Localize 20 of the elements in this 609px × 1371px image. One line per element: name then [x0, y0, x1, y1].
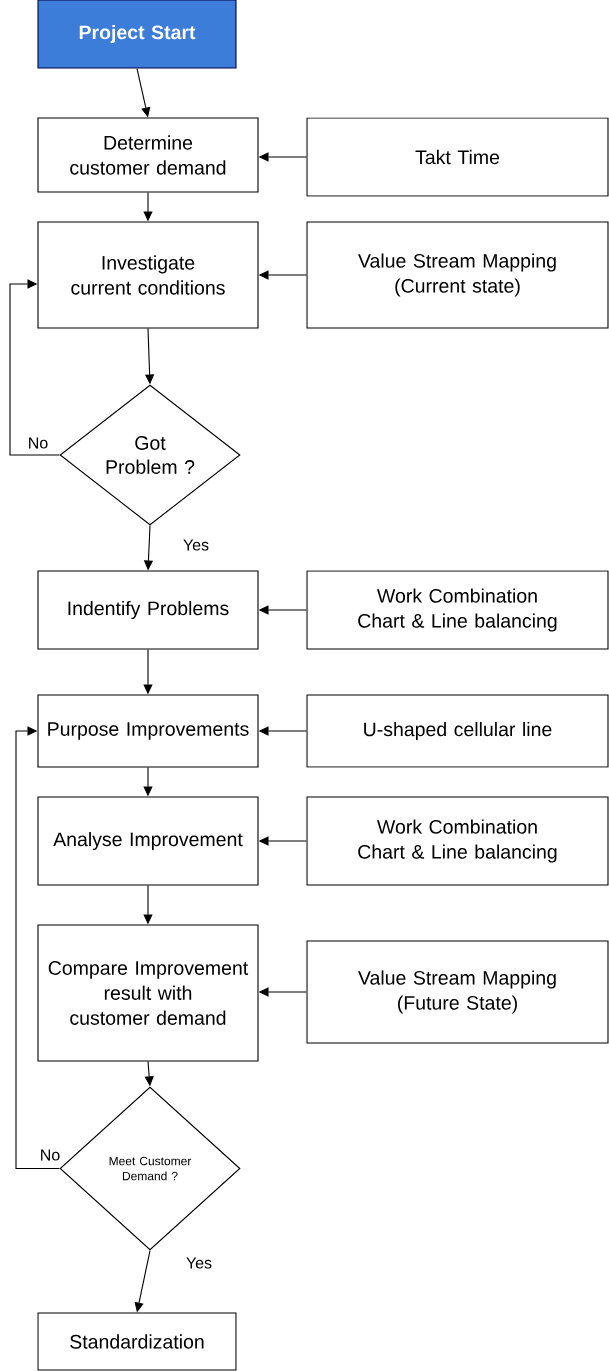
- tool-box: Work Combination Chart & Line balancing: [306, 570, 609, 650]
- edge-label: Yes: [181, 538, 211, 552]
- process-box: Compare Improvement result with customer demand: [37, 924, 259, 1062]
- tool-box: Work Combination Chart & Line balancing: [306, 796, 609, 886]
- process-box: Indentify Problems: [37, 570, 259, 650]
- tool-box: U-shaped cellular line: [306, 694, 609, 768]
- edge-label: No: [26, 436, 50, 450]
- start-box: Project Start: [37, 0, 237, 69]
- edge-label: No: [38, 1148, 62, 1162]
- arrow: [9, 279, 60, 456]
- tool-box: Value Stream Mapping (Future State): [306, 940, 609, 1044]
- process-box: Determine customer demand: [37, 117, 259, 193]
- arrow: [15, 726, 60, 1170]
- edge-label: Yes: [184, 1256, 214, 1270]
- process-box: Analyse Improvement: [37, 796, 259, 886]
- process-box: Purpose Improvements: [37, 694, 259, 768]
- tool-box: Value Stream Mapping (Current state): [306, 221, 609, 329]
- process-box: Investigate current conditions: [37, 221, 259, 329]
- tool-box: Takt Time: [306, 117, 609, 197]
- process-box: Standardization: [37, 1312, 237, 1371]
